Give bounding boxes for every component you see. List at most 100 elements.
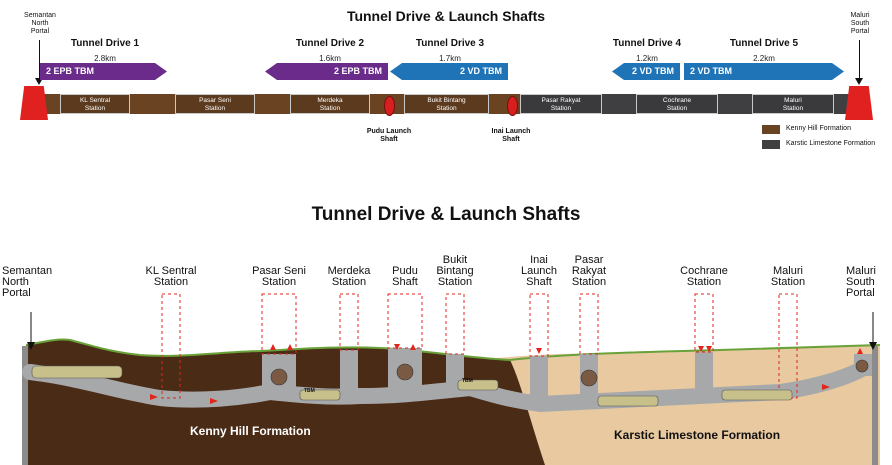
shaft-line: Inai Launch: [491, 128, 531, 135]
drive-1-arrow: 2 EPB TBM: [40, 63, 167, 80]
legend-swatch-kenny: [762, 125, 780, 134]
drive-3-arrow: 2 VD TBM: [390, 63, 508, 80]
label-line: KL Sentral: [145, 265, 197, 277]
tbm-machines: [31, 359, 869, 407]
arrow-right-icon: [150, 394, 158, 400]
top-title: Tunnel Drive & Launch Shafts: [346, 8, 546, 24]
station-cochrane: Cochrane Station: [636, 94, 718, 114]
station-name: Cochrane: [662, 97, 692, 104]
station-suffix: Station: [782, 105, 804, 112]
legend-label-karstic: Karstic Limestone Formation: [786, 140, 876, 147]
pasar-rakyat-outline: [579, 293, 599, 355]
drive-4-length: 1.2km: [636, 54, 658, 63]
drive-2-length: 1.6km: [319, 54, 341, 63]
label-line: Bintang: [436, 265, 474, 277]
portal-left-line: North: [2, 276, 29, 288]
portal-left-pointer: [39, 40, 40, 82]
station-name: Pasar Rakyat: [541, 97, 581, 104]
tbm-icon: [721, 389, 793, 401]
label-inai: Inai Launch Shaft: [514, 255, 564, 288]
station-pasar-rakyat: Pasar Rakyat Station: [520, 94, 602, 114]
station-pasar-seni: Pasar Seni Station: [175, 94, 255, 114]
label-line: Shaft: [526, 276, 552, 288]
tbm-icon: [31, 365, 123, 379]
cochrane-shaft: [695, 352, 713, 398]
station-maluri: Maluri Station: [752, 94, 834, 114]
arrow-down-icon: [394, 344, 400, 350]
cochrane-outline: [694, 293, 714, 353]
drive-5-arrow: 2 VD TBM: [684, 63, 844, 80]
station-bukit-bintang: Bukit Bintang Station: [404, 94, 489, 114]
karstic-label: Karstic Limestone Formation: [614, 428, 781, 442]
bukit-bintang-outline: [445, 293, 465, 355]
station-name: Pasar Seni: [199, 97, 231, 104]
station-name: Merdeka: [317, 97, 343, 104]
arrow-down-icon: [27, 342, 35, 350]
tbm-tag: TBM: [304, 388, 315, 394]
portal-right-line: Portal: [850, 28, 870, 35]
bottom-title: Tunnel Drive & Launch Shafts: [311, 204, 581, 225]
tbm-cutterhead-icon: [855, 359, 869, 373]
arrow-right-icon: [210, 398, 218, 404]
label-pasar-seni: Pasar Seni Station: [244, 266, 314, 288]
bottom-portal-right-label: Maluri South Portal: [846, 266, 892, 299]
label-pasar-rakyat: Pasar Rakyat Station: [564, 255, 614, 288]
label-pudu: Pudu Shaft: [380, 266, 430, 288]
track-kenny-hill: [40, 94, 520, 114]
top-portal-left-label: Semantan North Portal: [20, 12, 60, 36]
arrow-up-icon: [410, 344, 416, 350]
inai-shaft-marker: [507, 96, 518, 116]
station-kl-sentral: KL Sentral Station: [60, 94, 130, 114]
label-line: Station: [686, 276, 722, 288]
label-line: Inai: [530, 254, 548, 266]
portal-left-line: Semantan: [24, 12, 56, 19]
station-suffix: Station: [550, 105, 572, 112]
arrow-up-icon: [287, 344, 293, 350]
tbm-cutterhead-icon: [396, 363, 414, 381]
portal-right-line: Maluri: [850, 12, 870, 19]
label-merdeka: Merdeka Station: [319, 266, 379, 288]
station-suffix: Station: [204, 105, 226, 112]
label-line: Merdeka: [327, 265, 371, 277]
shaft-line: Shaft: [380, 136, 398, 143]
drive-2-title: Tunnel Drive 2: [295, 38, 365, 49]
portal-left-line: Semantan: [2, 265, 53, 277]
portal-right-line: South: [846, 276, 875, 288]
pudu-outline: [387, 293, 423, 349]
pasar-seni-outline: [261, 293, 297, 355]
drive-1-title: Tunnel Drive 1: [70, 38, 140, 49]
label-line: Pudu: [392, 265, 418, 277]
bottom-portal-left-label: Semantan North Portal: [2, 266, 64, 299]
shaft-line: Pudu Launch: [366, 128, 412, 135]
label-line: Station: [261, 276, 297, 288]
portal-left-line: North: [31, 20, 49, 27]
station-suffix: Station: [319, 105, 341, 112]
station-name: Maluri: [784, 97, 802, 104]
station-suffix: Station: [84, 105, 106, 112]
arrow-up-icon: [270, 344, 276, 350]
label-line: Shaft: [392, 276, 418, 288]
arrow-down-icon: [698, 346, 704, 352]
drive-5-length: 2.2km: [753, 54, 775, 63]
label-maluri: Maluri Station: [758, 266, 818, 288]
arrow-down-icon: [855, 78, 863, 85]
label-line: Station: [331, 276, 367, 288]
station-suffix: Station: [666, 105, 688, 112]
drive-3-title: Tunnel Drive 3: [415, 38, 485, 49]
south-portal-wall: [872, 346, 878, 465]
pudu-shaft-marker: [384, 96, 395, 116]
arrow-right-icon: [822, 384, 830, 390]
label-line: Maluri: [773, 265, 803, 277]
tbm-tag: TBM: [462, 378, 473, 384]
portal-right-line: Portal: [846, 287, 875, 299]
label-line: Station: [153, 276, 189, 288]
maluri-outline: [778, 293, 798, 399]
north-portal-icon: [20, 86, 48, 120]
merdeka-shaft: [340, 350, 358, 396]
portal-right-pointer: [859, 40, 860, 82]
drive-4-title: Tunnel Drive 4: [612, 38, 682, 49]
tbm-icon: [299, 389, 341, 401]
inai-outline: [529, 293, 549, 357]
label-line: Launch: [520, 265, 558, 277]
inai-shaft: [530, 356, 548, 400]
